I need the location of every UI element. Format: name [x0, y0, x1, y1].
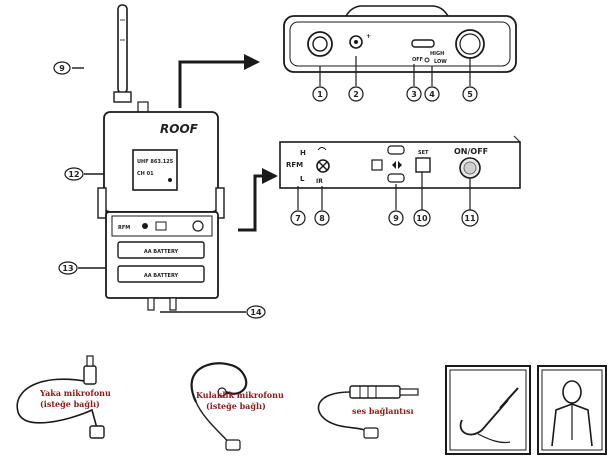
accessory-3-line-1: ses bağlantısı	[352, 406, 414, 416]
svg-text:+: +	[366, 33, 371, 40]
callout-7-label: 7	[295, 214, 301, 223]
callout-1-label: 1	[317, 90, 323, 99]
callout-3-label: 3	[411, 90, 417, 99]
transmitter-body: ROOF UHF 863.125 CH 01	[97, 111, 225, 219]
accessory-audio-cable: ses bağlantısı	[317, 385, 419, 439]
callout-10-label: 10	[416, 214, 428, 223]
battery-2-label: AA BATTERY	[144, 273, 179, 279]
arrow-to-top-panel	[178, 54, 260, 108]
callout-4-label: 4	[429, 90, 435, 99]
side-sel-h: H	[300, 149, 306, 157]
strip-rfm-text: RFM	[118, 225, 130, 231]
lcd-line-2: CH 01	[137, 171, 154, 177]
side-ir-label: IR	[316, 178, 323, 185]
callout-9: 9	[53, 61, 84, 75]
callout-12-label: 12	[68, 170, 79, 179]
callout-12: 12	[64, 167, 104, 181]
accessory-lavalier-mic: Yaka mikrofonu (isteğe bağlı)	[16, 355, 111, 439]
side-on-off-label: ON/OFF	[454, 147, 488, 156]
accessory-headset-mic: Kulaklık mikrofonu (isteğe bağlı)	[190, 362, 284, 451]
top-switch-low: LOW	[434, 59, 447, 65]
battery-slot-2	[117, 265, 205, 283]
accessory-2-line-1: Kulaklık mikrofonu	[196, 390, 284, 400]
callout-8-label: 8	[319, 214, 325, 223]
presenter-icon	[537, 365, 607, 455]
antenna	[113, 4, 149, 115]
callout-14-label: 14	[250, 308, 262, 317]
callout-9b-label: 9	[393, 214, 399, 223]
brand-logo-text: ROOF	[160, 122, 199, 136]
battery-compartment: RFM AA BATTERY AA BATTERY	[105, 211, 219, 311]
side-sel-rfm: RFM	[286, 161, 303, 169]
lcd-indicator-dot	[168, 178, 172, 182]
callout-13-label: 13	[62, 264, 73, 273]
accessory-2-line-2: (isteğe bağlı)	[206, 401, 266, 411]
accessory-1-line-1: Yaka mikrofonu	[39, 388, 111, 398]
arrow-to-side-panel	[238, 168, 278, 232]
top-switch-off: OFF	[412, 57, 423, 63]
side-panel-detail: H RFM L IR SET ON/OFF	[279, 135, 521, 210]
side-sel-l: L	[300, 175, 305, 183]
callout-5-label: 5	[467, 90, 473, 99]
callout-9-label: 9	[59, 64, 65, 73]
accessory-1-line-2: (isteğe bağlı)	[40, 399, 100, 409]
top-switch-high: HIGH	[430, 51, 444, 57]
callout-2-label: 2	[353, 90, 359, 99]
top-panel-detail: + OFF HIGH LOW	[283, 5, 517, 86]
lcd-screen	[132, 149, 178, 191]
callout-13: 13	[58, 261, 106, 275]
guitar-icon	[445, 365, 531, 455]
callouts-side-panel: 7 8 9 10 11	[290, 209, 479, 227]
side-set-label: SET	[418, 150, 429, 156]
callout-11-label: 11	[464, 214, 476, 223]
lcd-line-1: UHF 863.125	[137, 159, 174, 165]
battery-1-label: AA BATTERY	[144, 249, 179, 255]
battery-slot-1	[117, 241, 205, 259]
callouts-top-panel: 1 2 3 4 5	[312, 86, 478, 102]
callout-14: 14	[160, 305, 266, 319]
